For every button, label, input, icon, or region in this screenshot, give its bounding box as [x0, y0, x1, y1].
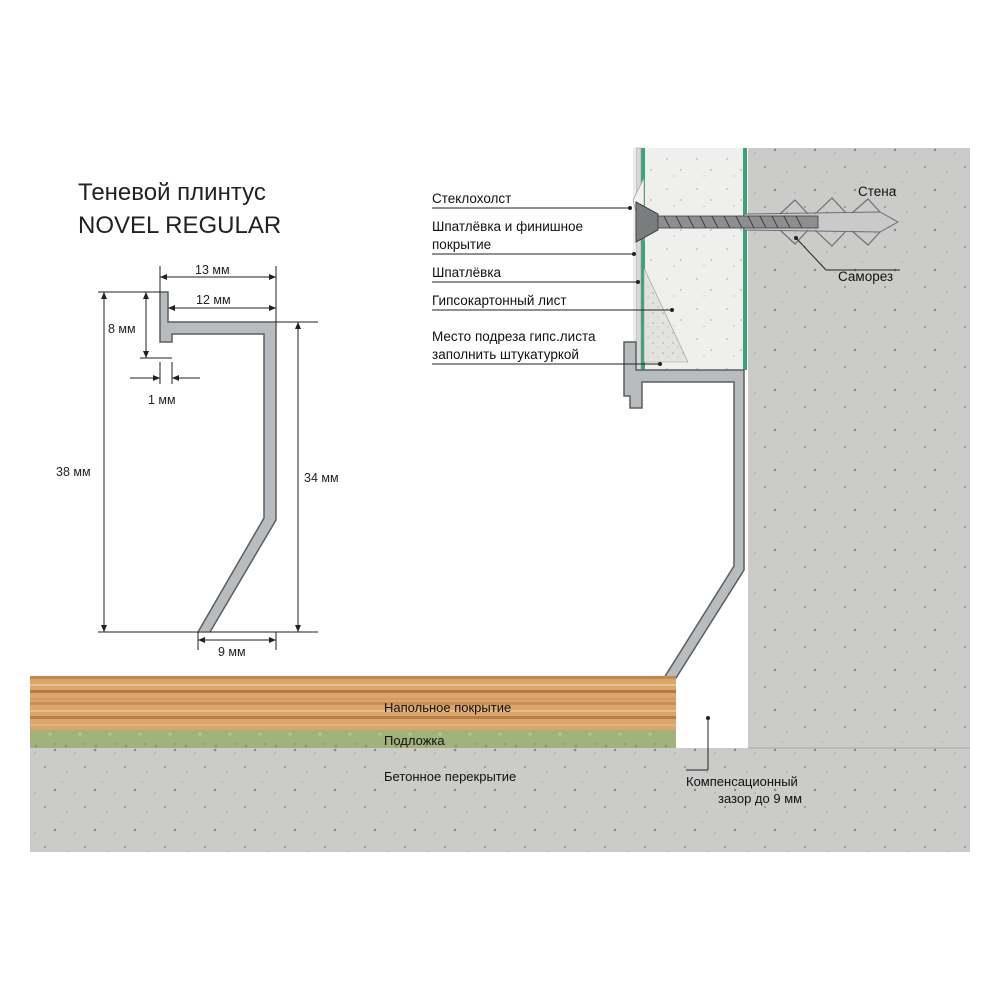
label-putty-finish-2: покрытие [432, 237, 491, 252]
profile-cross-section [159, 291, 277, 633]
putty-layer [635, 147, 642, 371]
title-line-2: NOVEL REGULAR [78, 212, 281, 239]
label-gap-1: Компенсационный [686, 774, 798, 789]
finish-layer [633, 148, 636, 370]
label-gap-2: зазор до 9 мм [718, 791, 802, 806]
installed-profile [623, 341, 745, 679]
dim-12mm: 12 мм [196, 293, 231, 307]
label-cut-1: Место подреза гипс.листа [432, 329, 596, 344]
plaster-fill [643, 267, 689, 363]
drywall-face-back [743, 148, 747, 370]
leader-dots [628, 206, 798, 720]
label-fiberglass: Стеклохолст [432, 191, 511, 206]
label-putty: Шпатлёвка [432, 265, 502, 280]
label-concrete: Бетонное перекрытие [384, 769, 516, 784]
label-screw: Саморез [838, 269, 893, 284]
screw-with-dowel [635, 197, 900, 247]
floor-covering [30, 676, 676, 730]
dimension-lines [98, 266, 318, 650]
dim-38mm: 38 мм [56, 465, 91, 479]
leader-lines [432, 207, 900, 771]
screw-shaft [657, 215, 819, 229]
label-putty-finish-1: Шпатлёвка и финишное [432, 219, 583, 234]
dimension-arrows [101, 274, 301, 643]
dim-1mm: 1 мм [148, 393, 176, 407]
concrete-slab [30, 748, 970, 852]
profile-shape [159, 291, 277, 633]
label-cut-2: заполнить штукатуркой [432, 347, 579, 362]
dim-13mm: 13 мм [195, 263, 230, 277]
label-drywall: Гипсокартонный лист [432, 293, 567, 308]
drywall-face-front [641, 148, 645, 370]
underlay-layer [30, 730, 676, 748]
label-floor-covering: Напольное покрытие [384, 700, 511, 715]
dim-34mm: 34 мм [304, 471, 339, 485]
dim-8mm: 8 мм [108, 322, 136, 336]
dim-9mm: 9 мм [218, 645, 246, 659]
label-underlay: Подложка [384, 733, 445, 748]
concrete-wall [748, 148, 970, 748]
screw-head [635, 201, 659, 243]
title-line-1: Теневой плинтус [78, 179, 266, 206]
label-wall: Стена [858, 184, 897, 199]
